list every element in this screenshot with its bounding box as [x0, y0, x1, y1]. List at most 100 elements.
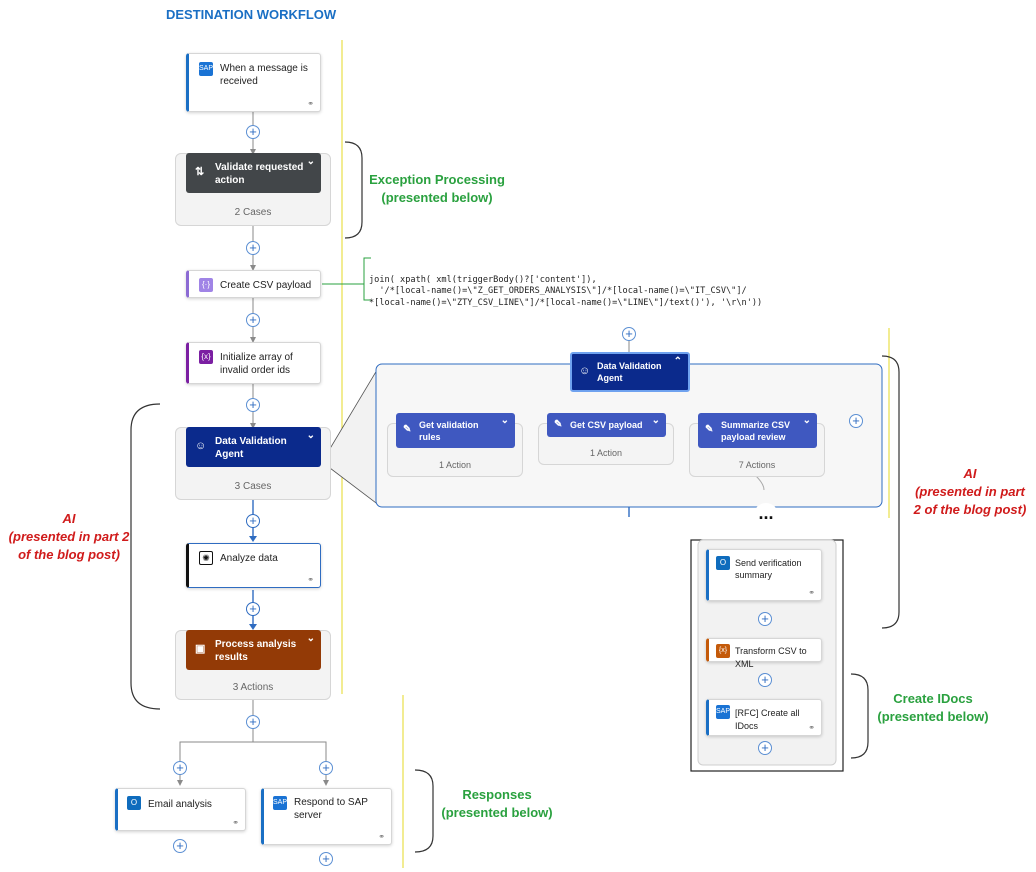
outlook-icon: O — [716, 556, 730, 570]
create-idocs-card[interactable]: SAP [RFC] Create all IDocs ⚭ — [706, 699, 822, 736]
add-branch-step-button[interactable]: + — [173, 761, 187, 775]
tool-label-line2: payload review — [721, 432, 786, 442]
chevron-down-icon[interactable]: ⌄ — [500, 415, 509, 426]
link-icon: ⚭ — [808, 588, 815, 597]
annotation-line: (presented in part — [915, 484, 1025, 499]
sap-icon: SAP — [716, 705, 730, 719]
code-line: *[local-name()=\"ZTY_CSV_LINE\"]/*[local… — [369, 297, 763, 308]
link-icon: ⚭ — [232, 818, 239, 827]
trigger-card[interactable]: SAP When a message is received ⚭ — [186, 53, 321, 112]
outlook-icon: O — [127, 796, 141, 810]
analyze-card[interactable]: ✺ Analyze data ⚭ — [186, 543, 321, 588]
add-step-button[interactable]: + — [173, 839, 187, 853]
csv-expression-code: join( xpath( xml(triggerBody()?['content… — [369, 263, 762, 309]
tool-header-get-validation-rules[interactable]: ✎ Get validation rules ⌄ — [396, 413, 515, 448]
add-step-button[interactable]: + — [319, 852, 333, 866]
create-csv-label: Create CSV payload — [220, 280, 312, 291]
chevron-down-icon[interactable]: ⌄ — [306, 633, 315, 644]
foreach-icon: ▣ — [195, 643, 206, 655]
tool-header-get-csv-payload[interactable]: ✎ Get CSV payload ⌄ — [547, 413, 666, 437]
link-icon: ⚭ — [307, 99, 314, 108]
idocs-annotation: Create IDocs (presented below) — [868, 690, 998, 726]
chevron-down-icon[interactable]: ⌄ — [306, 430, 315, 441]
add-step-button[interactable]: + — [246, 514, 260, 528]
chevron-down-icon[interactable]: ⌄ — [306, 156, 315, 167]
link-icon: ⚭ — [307, 575, 314, 584]
agent-header[interactable]: ☺ Data Validation Agent ⌄ — [186, 427, 321, 467]
add-step-button[interactable]: + — [246, 241, 260, 255]
agent-label-line1: Data Validation — [215, 436, 287, 447]
expression-icon: {x} — [716, 644, 730, 658]
create-csv-card[interactable]: {·} Create CSV payload — [186, 270, 321, 298]
trigger-label-line1: When a message is — [220, 63, 308, 74]
init-array-label-line2: invalid order ids — [220, 365, 291, 376]
sap-icon: SAP — [273, 796, 287, 810]
init-array-card[interactable]: {x} Initialize array of invalid order id… — [186, 342, 321, 384]
variable-icon: {x} — [199, 350, 213, 364]
collapse-ellipsis[interactable]: ... — [753, 503, 779, 531]
process-label-line2: results — [215, 652, 248, 663]
wrench-icon: ✎ — [403, 424, 412, 435]
ai-right-annotation: AI (presented in part 2 of the blog post… — [906, 465, 1034, 519]
idocs-label: [RFC] Create all IDocs — [735, 708, 800, 731]
email-label: Email analysis — [148, 799, 212, 810]
expanded-agent-header[interactable]: ☺ Data Validation Agent ⌃ — [570, 352, 690, 392]
analyze-label: Analyze data — [220, 553, 278, 564]
tool-label-line2: rules — [419, 432, 441, 442]
annotation-line: (presented below) — [877, 709, 989, 724]
annotation-line: Create IDocs — [893, 691, 973, 706]
switch-icon: ⇅ — [195, 166, 205, 178]
respond-card[interactable]: SAP Respond to SAP server ⚭ — [261, 788, 392, 845]
annotation-line: Exception Processing — [369, 172, 505, 187]
expanded-agent-label-line1: Data Validation — [597, 361, 662, 371]
tool-header-summarize-csv[interactable]: ✎ Summarize CSV payload review ⌄ — [698, 413, 817, 448]
add-step-button[interactable]: + — [246, 313, 260, 327]
agent-case-count: 3 Cases — [234, 481, 272, 492]
tool-action-count: 1 Action — [438, 460, 472, 470]
validate-case-count: 2 Cases — [234, 207, 272, 218]
add-step-button[interactable]: + — [246, 398, 260, 412]
wrench-icon: ✎ — [554, 419, 563, 430]
add-step-button[interactable]: + — [758, 673, 772, 687]
code-line: '/*[local-name()=\"Z_GET_ORDERS_ANALYSIS… — [369, 286, 747, 296]
add-branch-step-button[interactable]: + — [319, 761, 333, 775]
add-step-button[interactable]: + — [758, 741, 772, 755]
workflow-title: DESTINATION WORKFLOW — [166, 7, 337, 22]
chevron-up-icon[interactable]: ⌃ — [673, 356, 682, 367]
chevron-down-icon[interactable]: ⌄ — [802, 415, 811, 426]
annotation-line: AI — [62, 511, 76, 526]
process-header[interactable]: ▣ Process analysis results ⌄ — [186, 630, 321, 670]
process-label-line1: Process analysis — [215, 639, 297, 650]
annotation-line: 2 of the blog post) — [913, 502, 1027, 517]
expression-icon: {·} — [199, 278, 213, 292]
openai-icon: ✺ — [199, 551, 213, 565]
respond-label-line1: Respond to SAP — [294, 797, 368, 808]
ai-left-annotation: AI (presented in part 2 of the blog post… — [2, 510, 136, 564]
code-line: join( xpath( xml(triggerBody()?['content… — [369, 274, 597, 285]
trigger-label-line2: received — [220, 76, 258, 87]
agent-icon: ☺ — [195, 440, 207, 452]
link-icon: ⚭ — [808, 723, 815, 732]
transform-csv-card[interactable]: {x} Transform CSV to XML — [706, 638, 822, 669]
expanded-agent-label-line2: Agent — [597, 373, 623, 383]
respond-label-line2: server — [294, 810, 322, 821]
chevron-down-icon[interactable]: ⌄ — [651, 415, 660, 426]
annotation-line: of the blog post) — [18, 547, 120, 562]
add-step-button[interactable]: + — [246, 715, 260, 729]
annotation-line: AI — [963, 466, 977, 481]
tool-label-line1: Get CSV payload — [570, 420, 643, 430]
wrench-icon: ✎ — [705, 424, 714, 435]
email-card[interactable]: O Email analysis ⚭ — [115, 788, 246, 831]
add-step-button[interactable]: + — [758, 612, 772, 626]
annotation-line: (presented in part 2 — [8, 529, 130, 544]
add-step-button[interactable]: + — [622, 327, 636, 341]
add-step-button[interactable]: + — [246, 602, 260, 616]
validate-label-line2: action — [215, 175, 245, 186]
validate-label-line1: Validate requested — [215, 162, 304, 173]
send-verification-card[interactable]: O Send verification summary ⚭ — [706, 549, 822, 601]
add-tool-button[interactable]: + — [849, 414, 863, 428]
validate-header[interactable]: ⇅ Validate requested action ⌄ — [186, 153, 321, 193]
add-step-button[interactable]: + — [246, 125, 260, 139]
link-icon: ⚭ — [378, 832, 385, 841]
tool-label-line1: Summarize CSV — [721, 420, 791, 430]
